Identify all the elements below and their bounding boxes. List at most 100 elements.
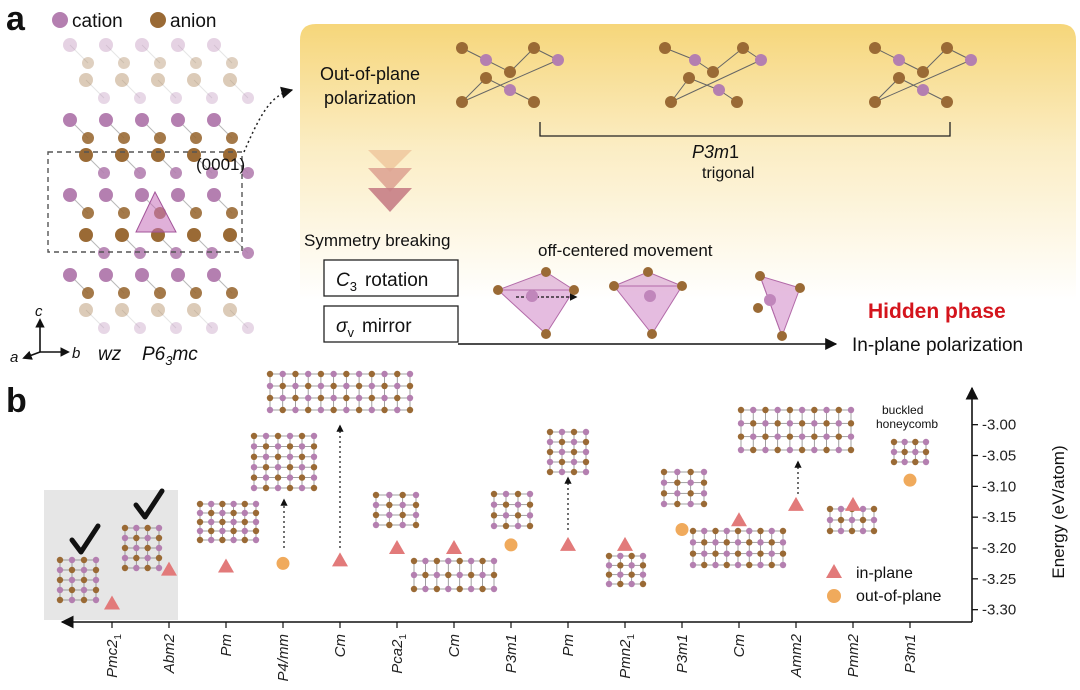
crystal-atom: [170, 167, 182, 179]
out-of-plane-marker: [276, 556, 290, 570]
crystal-atom: [226, 57, 238, 69]
crystal-atom: [134, 247, 146, 259]
crystal-atom: [170, 92, 182, 104]
in-plane-marker: [389, 540, 405, 554]
crystal-atom: [63, 188, 77, 202]
p3m1-atom: [869, 42, 881, 54]
x-category-label: Cm: [332, 634, 349, 657]
out-of-plane-legend-label: out-of-plane: [856, 588, 941, 605]
p3m1-atom: [917, 84, 929, 96]
in-plane-marker: [788, 496, 804, 511]
y-axis-ticks: -3.30-3.25-3.20-3.15-3.10-3.05-3.00: [972, 417, 1016, 619]
panel-b-letter: b: [6, 382, 27, 420]
crystal-thumbnail: [890, 438, 930, 466]
tetrahedron-2: [609, 267, 687, 339]
crystal-atom: [242, 247, 254, 259]
crystal-atom: [134, 167, 146, 179]
p3m1-structures: [456, 42, 977, 108]
p3m1-atom: [731, 96, 743, 108]
polarization-panel-background: [300, 24, 1076, 300]
tetrahedron-1: [493, 267, 579, 339]
crystal-atom: [82, 132, 94, 144]
crystal-atom: [223, 228, 237, 242]
anion-legend-label: anion: [170, 11, 217, 32]
crystal-atom: [99, 113, 113, 127]
crystal-atom: [118, 287, 130, 299]
crystal-thumbnail: [196, 500, 260, 544]
crystal-atom: [154, 287, 166, 299]
crystal-atom: [223, 303, 237, 317]
energy-markers: [104, 473, 917, 610]
in-plane-marker: [104, 595, 120, 610]
p3m1-atom: [683, 72, 695, 84]
atom-legend: cation anion: [52, 11, 217, 32]
p3m1-atom: [893, 54, 905, 66]
crystal-atom: [226, 287, 238, 299]
out-of-plane-label-line1: Out-of-plane: [320, 64, 420, 84]
crystal-atom: [135, 38, 149, 52]
p3m1-atom: [755, 54, 767, 66]
crystal-atom: [79, 73, 93, 87]
space-group-label: P63mc: [142, 344, 198, 368]
y-tick-label: -3.10: [982, 478, 1016, 495]
crystal-atom: [207, 188, 221, 202]
y-tick-label: -3.25: [982, 571, 1016, 588]
x-category-label: P3m1: [902, 634, 919, 673]
crystal-thumbnail: [490, 490, 534, 530]
symmetry-breaking-arrow: [368, 150, 412, 212]
crystal-atom: [226, 132, 238, 144]
crystal-atom: [242, 322, 254, 334]
x-category-label: Abm2: [161, 633, 178, 674]
in-plane-marker: [218, 558, 234, 573]
cation-legend-marker: [52, 12, 68, 28]
p3m1-atom: [504, 84, 516, 96]
crystal-atom: [98, 167, 110, 179]
crystal-thumbnail: [266, 370, 414, 414]
plane-label: (0001): [196, 155, 245, 174]
crystal-atom: [98, 322, 110, 334]
in-plane-marker: [446, 540, 462, 554]
dotted-callout-arrow: [243, 86, 294, 153]
in-plane-marker: [617, 536, 633, 551]
energy-legend: in-plane out-of-plane: [826, 564, 941, 605]
x-category-label: Pca21: [389, 634, 409, 674]
checkmark-icon: [133, 488, 165, 520]
x-category-label: P3m1: [503, 634, 520, 673]
tetrahedron-3: [753, 271, 805, 341]
in-plane-marker: [332, 552, 348, 567]
p3m1-atom: [941, 42, 953, 54]
trigonal-label: trigonal: [702, 165, 754, 182]
tetrahedron-highlight: [135, 190, 177, 233]
crystal-atom: [134, 322, 146, 334]
crystal-atom: [206, 92, 218, 104]
crystal-atom: [98, 92, 110, 104]
crystal-atom: [115, 303, 129, 317]
crystal-atom: [207, 38, 221, 52]
c3-rotation-box: [323, 259, 459, 297]
crystal-atom: [115, 228, 129, 242]
crystal-atom: [154, 57, 166, 69]
crystal-atom: [187, 303, 201, 317]
crystal-atom: [63, 113, 77, 127]
crystal-atom: [171, 268, 185, 282]
crystal-thumbnail: [826, 505, 878, 535]
in-plane-legend-marker: [826, 564, 842, 578]
structure-callout-arrows: [280, 424, 802, 548]
symmetry-breaking-label: Symmetry breaking: [304, 231, 450, 250]
crystal-thumbnail: [660, 468, 708, 508]
crystal-atom: [99, 268, 113, 282]
p3m1-atom: [941, 96, 953, 108]
panel-a: a cation anion (0001) c b a wz P63mc: [6, 0, 1076, 368]
p3m1-atom: [528, 42, 540, 54]
crystal-thumbnail: [121, 524, 163, 572]
crystal-atom: [206, 247, 218, 259]
crystal-atom: [118, 207, 130, 219]
p3m1-label: P3m1: [692, 142, 739, 162]
axes-indicator: c b a: [10, 303, 80, 366]
crystal-atom: [170, 322, 182, 334]
ground-state-checkmarks: [69, 488, 165, 555]
x-category-label: Pmn21: [617, 634, 637, 679]
crystal-atom: [63, 268, 77, 282]
crystal-atom: [223, 148, 237, 162]
